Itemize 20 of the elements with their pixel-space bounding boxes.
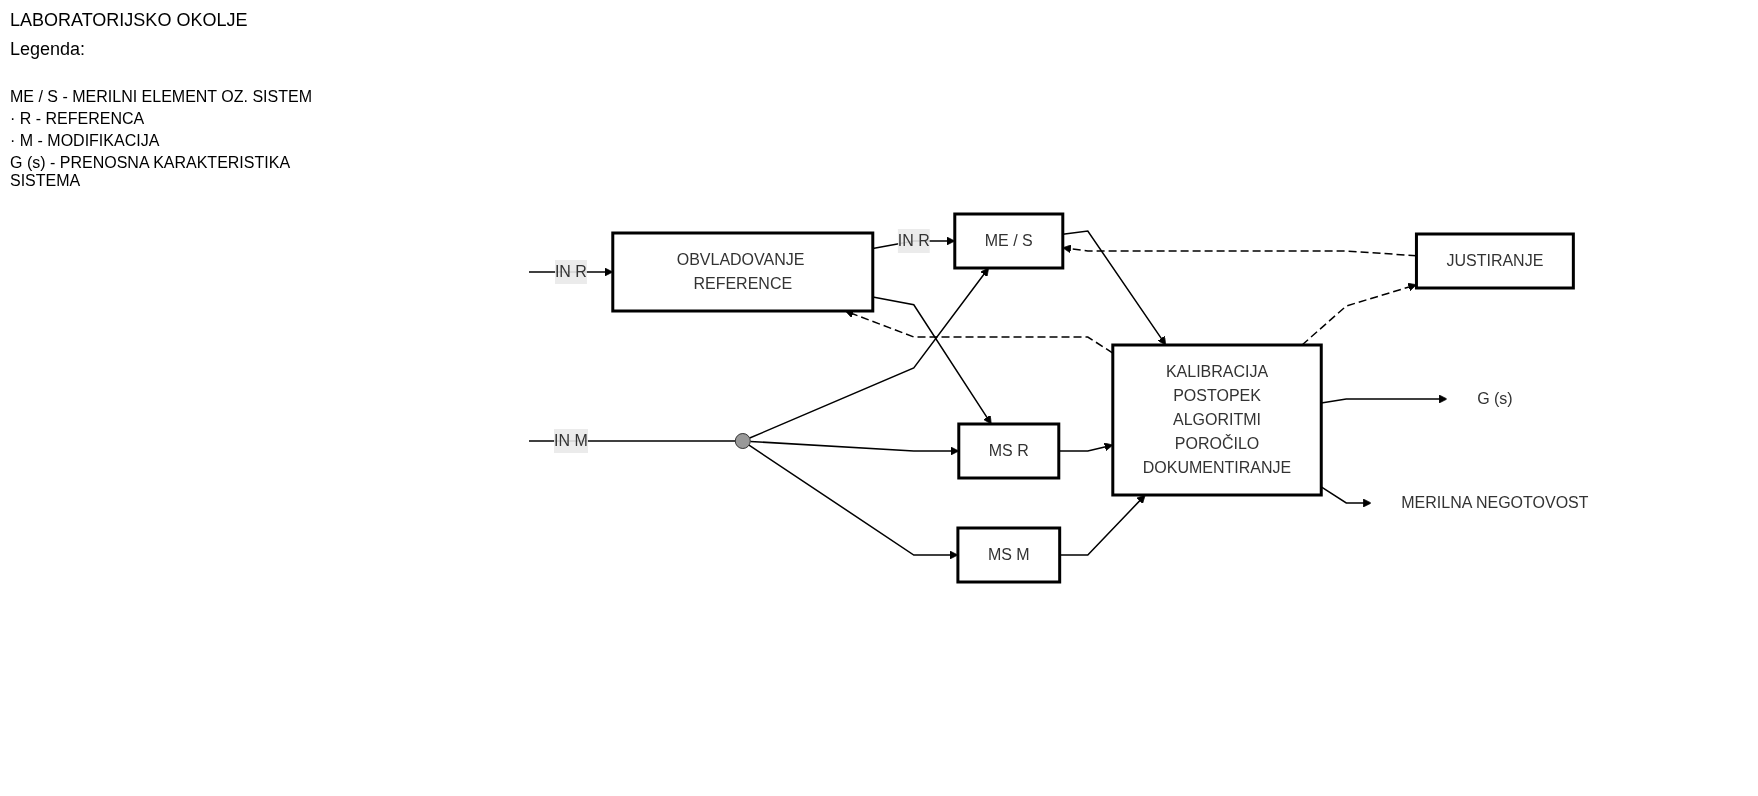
node-circle [735,433,751,449]
node-box: OBVLADOVANJE REFERENCE [611,231,875,313]
node-text: MERILNA NEGOTOVOST [1401,494,1589,511]
edge-label: IN M [554,432,588,449]
arrow [749,440,960,456]
note-text: LABORATORIJSKO OKOLJE [10,10,249,31]
edge-label: IN R [898,232,930,249]
node-box: KALIBRACIJA POSTOPEK ALGORITMI POROČILO DOKUMENTIRANJE [1111,343,1323,497]
node-box: MS R [957,422,1061,480]
legend-entry: ME / S - MERILNI ELEMENT OZ. SISTEM [10,88,313,106]
legend-entry: · R - REFERENCA [10,110,146,128]
arrow [748,444,959,560]
legend-entry: · M - MODIFIKACIJA [10,132,161,150]
node-text: G (s) [1477,390,1513,407]
edge-label: IN R [555,263,588,280]
node-box: MS M [956,526,1062,584]
node-box: JUSTIRANJE [1415,232,1576,290]
legend-entry: G (s) - PRENOSNA KARAKTERISTIKA SISTEMA [10,154,291,190]
note-text: Legenda: [10,39,87,60]
node-box: ME / S [953,212,1065,270]
